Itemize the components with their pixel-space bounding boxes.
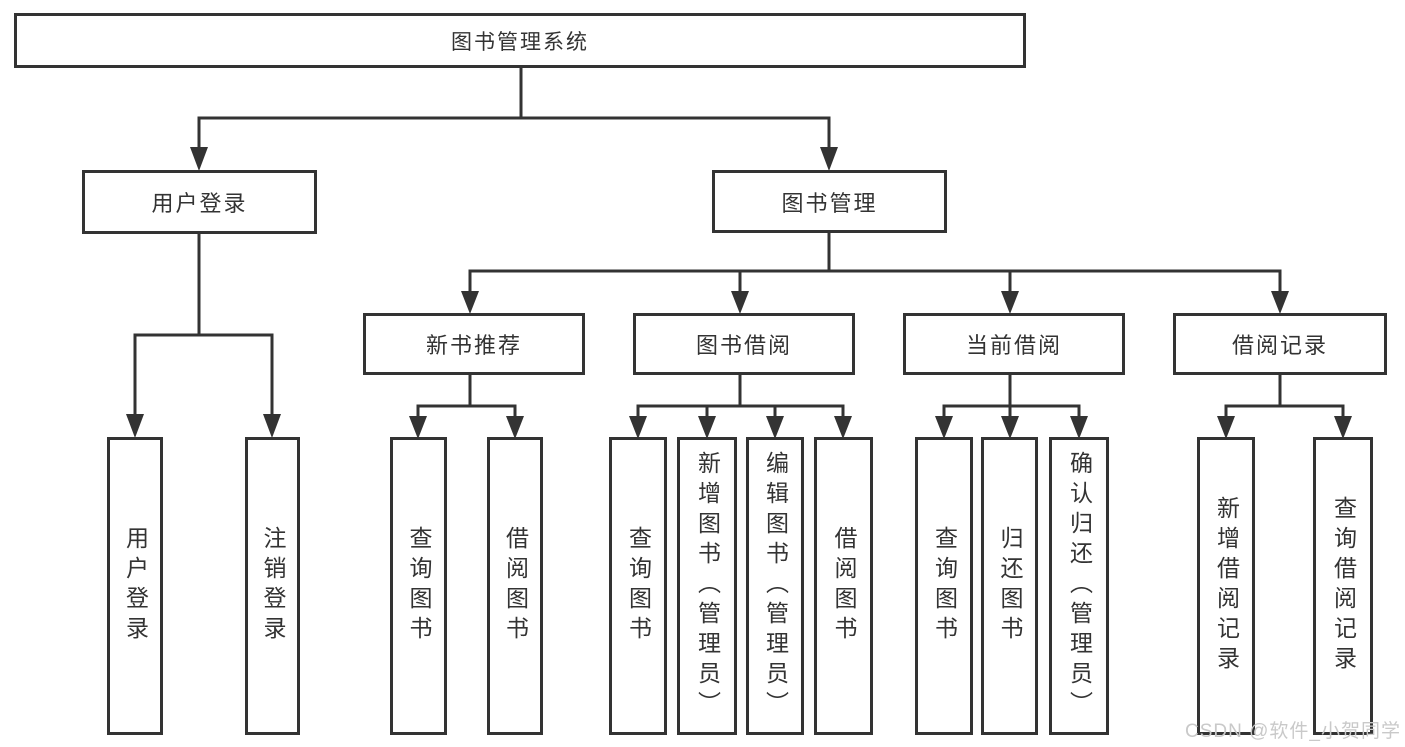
node-book-borrow-label: 图书借阅: [695, 333, 792, 358]
node-leaf-logout: 注销登录: [245, 437, 300, 735]
node-leaf-cb-confirm-return-admin: 确认归还（管理员）: [1049, 437, 1109, 735]
node-leaf-user-login-label: 用户登录: [122, 526, 149, 646]
node-borrow-records: 借阅记录: [1173, 313, 1387, 375]
node-leaf-bb-query-books: 查询图书: [609, 437, 667, 735]
node-leaf-cb-query-books: 查询图书: [915, 437, 973, 735]
node-leaf-br-query-borrow-record: 查询借阅记录: [1313, 437, 1373, 735]
node-leaf-bb-borrow-books-label: 借阅图书: [831, 526, 857, 646]
edge-root-to-level2: [197, 67, 831, 152]
node-leaf-nbr-query-books-label: 查询图书: [406, 526, 432, 646]
node-leaf-bb-query-books-label: 查询图书: [625, 526, 652, 646]
node-leaf-cb-return-books-label: 归还图书: [997, 526, 1023, 646]
edge-new-book-recommend-to-leaves: [416, 375, 517, 420]
node-leaf-bb-edit-books-admin: 编辑图书（管理员）: [746, 437, 804, 735]
edge-borrow-records-to-leaves: [1224, 375, 1345, 420]
node-leaf-br-query-borrow-record-label: 查询借阅记录: [1330, 496, 1357, 676]
node-leaf-logout-label: 注销登录: [260, 526, 286, 646]
edge-user-login-to-leaves: [133, 234, 274, 419]
node-book-borrow: 图书借阅: [633, 313, 855, 375]
node-borrow-records-label: 借阅记录: [1231, 333, 1328, 358]
edge-current-borrow-to-leaves: [942, 375, 1081, 420]
node-book-management: 图书管理: [712, 170, 947, 233]
node-leaf-bb-add-books-admin: 新增图书（管理员）: [677, 437, 737, 735]
node-leaf-cb-confirm-return-admin-label: 确认归还（管理员）: [1066, 451, 1093, 721]
node-leaf-br-add-borrow-record: 新增借阅记录: [1197, 437, 1255, 735]
watermark: CSDN @软件_小贺同学: [1185, 721, 1401, 742]
node-leaf-bb-edit-books-admin-label: 编辑图书（管理员）: [762, 451, 789, 721]
node-current-borrow: 当前借阅: [903, 313, 1125, 375]
node-leaf-bb-add-books-admin-label: 新增图书（管理员）: [694, 451, 721, 721]
node-user-login-label: 用户登录: [151, 191, 248, 216]
node-leaf-br-add-borrow-record-label: 新增借阅记录: [1213, 496, 1240, 676]
node-leaf-nbr-query-books: 查询图书: [390, 437, 447, 735]
node-root-label: 图书管理系统: [451, 30, 589, 54]
node-new-book-recommend: 新书推荐: [363, 313, 585, 375]
node-user-login: 用户登录: [82, 170, 317, 234]
edge-book-management-to-level3: [468, 233, 1282, 296]
node-leaf-bb-borrow-books: 借阅图书: [814, 437, 873, 735]
node-leaf-nbr-borrow-books: 借阅图书: [487, 437, 543, 735]
node-leaf-cb-query-books-label: 查询图书: [931, 526, 958, 646]
node-leaf-nbr-borrow-books-label: 借阅图书: [502, 526, 529, 646]
edge-book-borrow-to-leaves: [636, 375, 845, 420]
node-book-management-label: 图书管理: [781, 190, 878, 216]
node-new-book-recommend-label: 新书推荐: [425, 333, 522, 358]
node-current-borrow-label: 当前借阅: [965, 333, 1062, 358]
node-leaf-cb-return-books: 归还图书: [981, 437, 1038, 735]
node-leaf-user-login: 用户登录: [107, 437, 163, 735]
node-root: 图书管理系统: [14, 13, 1026, 68]
